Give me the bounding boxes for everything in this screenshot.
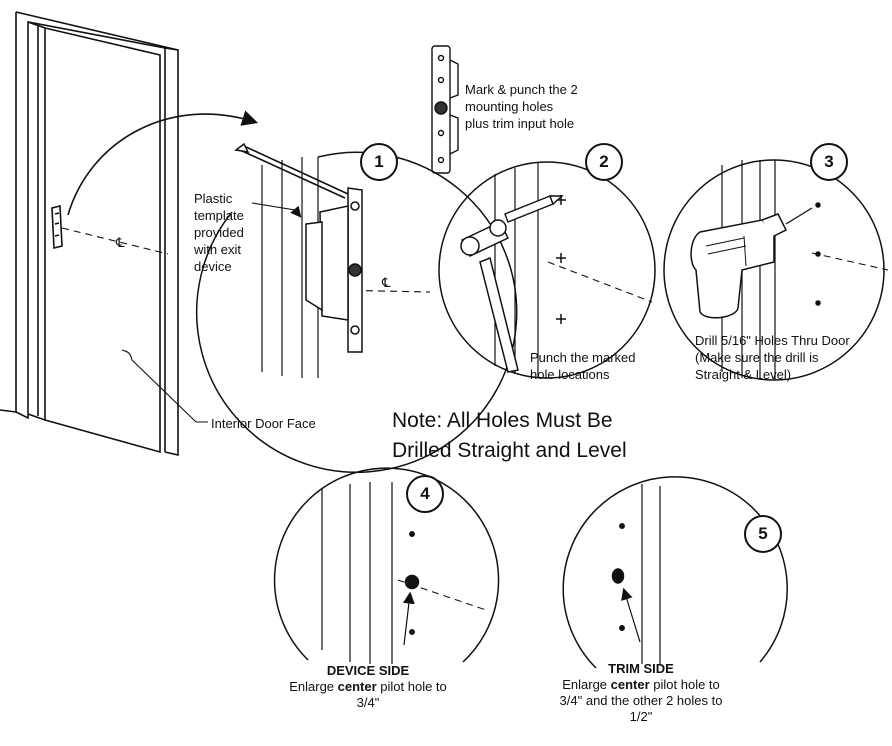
door-centerline-mark: ℄ bbox=[115, 235, 125, 250]
curved-arrow-icon bbox=[67, 110, 259, 216]
step-2-badge: 2 bbox=[585, 143, 623, 181]
template-icon bbox=[431, 45, 459, 174]
step-4-badge: 4 bbox=[406, 475, 444, 513]
hammer-icon bbox=[460, 219, 519, 373]
interior-door-face-label: Interior Door Face bbox=[211, 416, 316, 431]
step-1-centerline-mark: ℄ bbox=[381, 275, 391, 290]
note-line-1: Note: All Holes Must Be bbox=[392, 409, 613, 432]
step-4-detail bbox=[273, 467, 500, 664]
step-1-detail bbox=[195, 142, 518, 473]
plastic-template-label: Plastic template provided with exit devi… bbox=[194, 191, 244, 274]
trim-side-title: TRIM SIDE bbox=[608, 661, 674, 676]
drill-icon bbox=[690, 207, 813, 319]
step-5-detail bbox=[562, 476, 788, 669]
note-line-2: Drilled Straight and Level bbox=[392, 439, 627, 462]
step-4-instruction: Enlarge center pilot hole to bbox=[289, 679, 447, 694]
step-5-instruction: Enlarge center pilot hole to bbox=[562, 677, 720, 692]
step-2-detail bbox=[438, 161, 656, 379]
device-side-title: DEVICE SIDE bbox=[326, 663, 410, 678]
note-text: Note: All Holes Must Be Drilled Straight… bbox=[392, 406, 627, 466]
step-4-caption: DEVICE SIDE Enlarge center pilot hole to… bbox=[262, 663, 474, 711]
step-5-caption: TRIM SIDE Enlarge center pilot hole to 3… bbox=[534, 661, 748, 725]
template-note: Mark & punch the 2 mounting holes plus t… bbox=[465, 82, 578, 131]
step-3-badge: 3 bbox=[810, 143, 848, 181]
step-2-caption: Punch the marked hole locations bbox=[530, 350, 636, 382]
door-icon bbox=[0, 11, 208, 457]
step-1-badge: 1 bbox=[360, 143, 398, 181]
step-3-caption: Drill 5/16" Holes Thru Door (Make sure t… bbox=[695, 333, 850, 382]
step-5-badge: 5 bbox=[744, 515, 782, 553]
punch-icon bbox=[504, 195, 564, 223]
